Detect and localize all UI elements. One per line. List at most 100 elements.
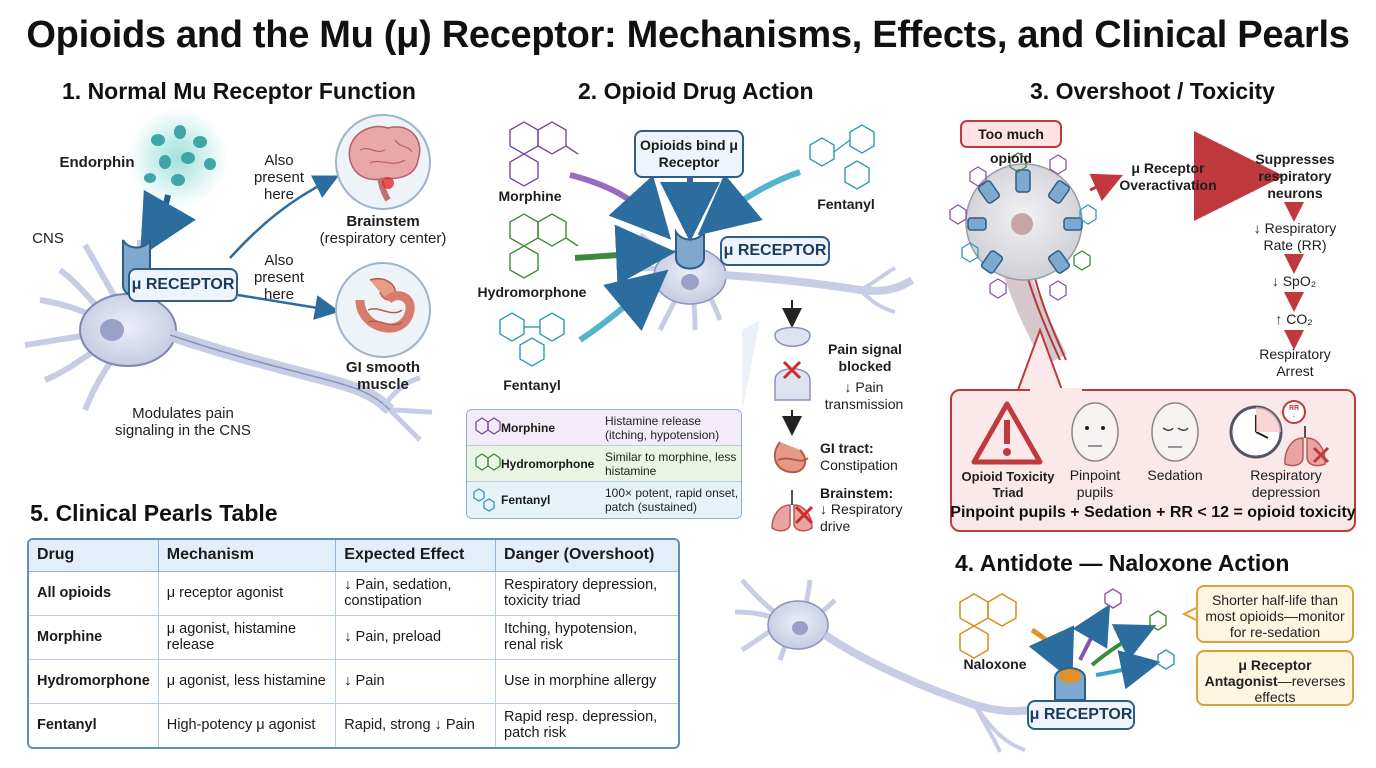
- overactivated-neuron: [949, 152, 1097, 366]
- cell-danger: Rapid resp. depression, patch risk: [504, 709, 658, 742]
- pain-blocked-title: Pain signal blocked: [828, 341, 902, 374]
- rr-badge: RR ↓: [1288, 405, 1300, 419]
- fentanyl-arrow-right: [697, 169, 801, 236]
- column-header-mechanism: Mechanism: [158, 540, 337, 572]
- cell-danger: Respiratory depression, toxicity triad: [495, 571, 678, 616]
- pinpoint-label: Pinpoint pupils: [1069, 467, 1121, 500]
- pain-blocked-subtitle: ↓ Pain transmission: [824, 379, 904, 412]
- section-5-heading: 5. Clinical Pearls Table: [30, 500, 278, 526]
- mini-drug-name: Fentanyl: [501, 493, 551, 507]
- resp-depression-label: Respiratory depression: [1250, 467, 1322, 500]
- receptor-label-4: μ RECEPTOR: [1027, 700, 1135, 730]
- receptor-cup-2: [675, 228, 705, 270]
- morphine-arrow: [569, 172, 672, 240]
- section-4-heading: 4. Antidote — Naloxone Action: [955, 550, 1290, 576]
- mini-drug-desc: 100× potent, rapid onset, patch (sustain…: [605, 486, 739, 514]
- cell-drug: All opioids: [29, 571, 159, 616]
- triad-label: Opioid Toxicity Triad: [961, 469, 1055, 500]
- cell-danger: Itching, hypotension, renal risk: [495, 615, 678, 660]
- hydromorphone-arrow: [574, 224, 676, 285]
- brainstem-s2-title: Brainstem:: [820, 485, 894, 501]
- gi-tract-icon: [773, 441, 809, 474]
- hydromorphone-molecule: [509, 213, 579, 279]
- morphine-molecule: [509, 121, 579, 187]
- brainstem-title: Brainstem: [346, 213, 420, 230]
- receptor-label-1: μ RECEPTOR: [128, 268, 238, 302]
- drug-summary-table: Morphine Histamine release (itching, hyp…: [466, 409, 742, 519]
- fentanyl-label-left: Fentanyl: [503, 377, 561, 393]
- section-3-heading: 3. Overshoot / Toxicity: [1030, 78, 1275, 104]
- endorphin-label: Endorphin: [59, 154, 135, 171]
- arrow-to-brainstem: [229, 175, 339, 259]
- cell-danger: Use in morphine allergy: [495, 659, 678, 704]
- mini-drug-desc: Histamine release (itching, hypotension): [605, 413, 720, 442]
- morphine-icon: [467, 410, 501, 446]
- fentanyl-molecule-left: [499, 312, 565, 367]
- gi-tract-title: GI tract:: [820, 440, 874, 456]
- fentanyl-icon: [467, 482, 501, 518]
- table-row: Morphine μ agonist, histamine release ↓ …: [29, 615, 678, 660]
- mini-drug-name: Morphine: [501, 420, 555, 435]
- antagonist-note-rest: —reverses effects: [1254, 673, 1346, 705]
- section-1-heading: 1. Normal Mu Receptor Function: [62, 78, 416, 104]
- cell-drug: Morphine: [29, 615, 159, 660]
- drug-summary-row: Fentanyl 100× potent, rapid onset, patch…: [467, 482, 741, 518]
- naloxone-label: Naloxone: [963, 656, 1027, 672]
- opioids-bind-box: Opioids bind μ Receptor: [634, 130, 744, 178]
- cell-mechanism: μ agonist, histamine release: [158, 615, 337, 660]
- drug-summary-row: Morphine Histamine release (itching, hyp…: [467, 410, 741, 446]
- table-row: Fentanyl High-potency μ agonist Rapid, s…: [29, 703, 678, 747]
- overactivation-label: μ Receptor Overactivation: [1119, 160, 1217, 193]
- drug-summary-row: Hydromorphone Similar to morphine, less …: [467, 446, 741, 482]
- hydromorphone-label: Hydromorphone: [477, 284, 587, 300]
- brainstem-s2-subtitle: ↓ Respiratory drive: [820, 501, 903, 534]
- table-header-row: Drug Mechanism Expected Effect Danger (O…: [29, 540, 678, 572]
- fentanyl-molecule-right: [809, 124, 875, 190]
- table-row: All opioids μ receptor agonist ↓ Pain, s…: [29, 571, 678, 616]
- column-header-danger: Danger (Overshoot): [495, 540, 678, 572]
- fentanyl-arrow-left: [578, 269, 669, 343]
- callout-join: [1030, 388, 1082, 392]
- lungs-icon-s2: [771, 490, 814, 532]
- gi-tract-subtitle: Constipation: [820, 457, 898, 473]
- cell-effect: ↓ Pain, preload: [335, 615, 497, 660]
- cns-label: CNS: [32, 230, 64, 247]
- arrow-to-gi: [237, 293, 340, 320]
- rr-label: ↓ Respiratory Rate (RR): [1253, 220, 1337, 253]
- clinical-pearls-table: Drug Mechanism Expected Effect Danger (O…: [27, 538, 680, 749]
- cell-mechanism: μ receptor agonist: [158, 571, 337, 616]
- brain-icon: [335, 114, 431, 210]
- endorphin-cluster: [128, 108, 228, 208]
- mini-drug-name: Hydromorphone: [501, 456, 595, 471]
- sedation-label: Sedation: [1147, 467, 1203, 483]
- modulates-label: Modulates pain signaling in the CNS: [115, 405, 251, 439]
- mini-drug-desc: Similar to morphine, less histamine: [605, 449, 737, 478]
- cell-mechanism: High-potency μ agonist: [158, 703, 337, 747]
- co2-label: ↑ CO₂: [1275, 311, 1313, 327]
- table-row: Hydromorphone μ agonist, less histamine …: [29, 659, 678, 704]
- column-header-drug: Drug: [29, 540, 159, 572]
- synapse-icon: [774, 300, 811, 436]
- section-2-heading: 2. Opioid Drug Action: [578, 78, 814, 104]
- antagonist-note-bold: μ Receptor Antagonist: [1204, 657, 1312, 689]
- callout-wedge: [742, 320, 760, 412]
- morphine-label: Morphine: [498, 188, 562, 204]
- endorphin-arrow: [140, 189, 196, 257]
- column-header-effect: Expected Effect: [335, 540, 497, 572]
- neuron-1: [24, 239, 433, 442]
- brainstem-subtitle: (respiratory center): [319, 230, 447, 247]
- also-present-2: Also present here: [253, 252, 305, 303]
- gi-smooth-muscle-label: GI smooth muscle: [345, 359, 421, 393]
- hydromorphone-icon: [467, 446, 501, 482]
- spo2-label: ↓ SpO₂: [1271, 273, 1317, 289]
- gi-icon: [335, 262, 431, 358]
- half-life-note: Shorter half-life than most opioids—moni…: [1196, 585, 1354, 643]
- receptor-label-2: μ RECEPTOR: [720, 236, 830, 266]
- cell-drug: Fentanyl: [29, 703, 159, 747]
- cell-drug: Hydromorphone: [29, 659, 159, 704]
- fentanyl-label-right: Fentanyl: [817, 196, 875, 212]
- also-present-1: Also present here: [253, 152, 305, 203]
- cell-effect: ↓ Pain: [335, 659, 497, 704]
- cell-mechanism: μ agonist, less histamine: [158, 659, 337, 704]
